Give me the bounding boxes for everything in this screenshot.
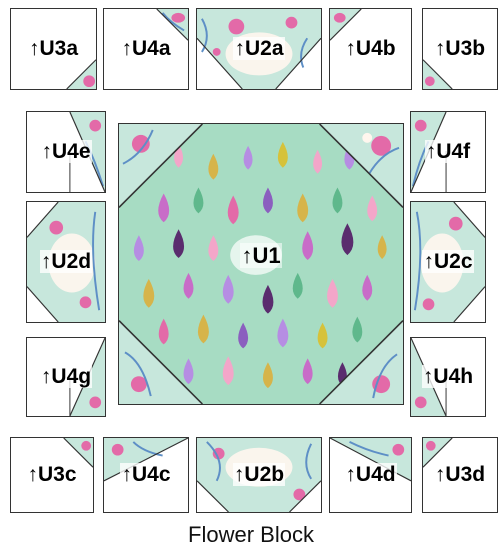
piece-label: U4g xyxy=(51,365,91,388)
piece-u4c: ↑U4c xyxy=(103,437,189,513)
piece-u4g: ↑U4g xyxy=(26,337,106,417)
piece-label: U3d xyxy=(445,463,485,486)
piece-label: U2a xyxy=(245,37,284,60)
piece-u2c: ↑U2c xyxy=(410,201,486,323)
arrow-icon: ↑ xyxy=(41,250,52,273)
piece-label: U4f xyxy=(436,140,470,163)
arrow-icon: ↑ xyxy=(41,365,52,388)
piece-u3d: ↑U3d xyxy=(422,437,498,513)
piece-label: U2c xyxy=(434,250,473,273)
arrow-icon: ↑ xyxy=(121,37,132,60)
arrow-icon: ↑ xyxy=(435,37,446,60)
arrow-icon: ↑ xyxy=(27,463,38,486)
piece-u4b: ↑U4b xyxy=(329,8,412,90)
piece-label: U4d xyxy=(356,463,396,486)
arrow-icon: ↑ xyxy=(423,250,434,273)
arrow-icon: ↑ xyxy=(345,463,356,486)
piece-u3a: ↑U3a xyxy=(10,8,97,90)
piece-label: U4b xyxy=(356,37,396,60)
arrow-icon: ↑ xyxy=(41,140,52,163)
piece-label: U4e xyxy=(52,140,91,163)
piece-label: U3c xyxy=(38,463,77,486)
piece-u3c: ↑U3c xyxy=(10,437,94,513)
diagram-caption: Flower Block xyxy=(0,522,502,548)
piece-u4f: ↑U4f xyxy=(410,111,486,193)
piece-u1: ↑U1 xyxy=(118,123,404,405)
piece-label: U2b xyxy=(244,463,284,486)
arrow-icon: ↑ xyxy=(435,463,446,486)
piece-u4e: ↑U4e xyxy=(26,111,106,193)
piece-label: U4h xyxy=(433,365,473,388)
piece-u2b: ↑U2b xyxy=(196,437,322,513)
piece-label: U1 xyxy=(252,243,280,268)
arrow-icon: ↑ xyxy=(234,463,245,486)
piece-label: U4a xyxy=(132,37,171,60)
piece-u2d: ↑U2d xyxy=(26,201,106,323)
arrow-icon: ↑ xyxy=(234,37,245,60)
arrow-icon: ↑ xyxy=(29,37,40,60)
piece-label: U2d xyxy=(51,250,91,273)
piece-u3b: ↑U3b xyxy=(422,8,498,90)
piece-label: U4c xyxy=(132,463,171,486)
piece-u4d: ↑U4d xyxy=(329,437,412,513)
piece-u4a: ↑U4a xyxy=(103,8,189,90)
arrow-icon: ↑ xyxy=(241,243,252,268)
arrow-icon: ↑ xyxy=(423,365,434,388)
arrow-icon: ↑ xyxy=(345,37,356,60)
piece-label: U3a xyxy=(39,37,78,60)
piece-label: U3b xyxy=(445,37,485,60)
arrow-icon: ↑ xyxy=(121,463,132,486)
piece-u4h: ↑U4h xyxy=(410,337,486,417)
arrow-icon: ↑ xyxy=(426,140,437,163)
piece-u2a: ↑U2a xyxy=(196,8,322,90)
